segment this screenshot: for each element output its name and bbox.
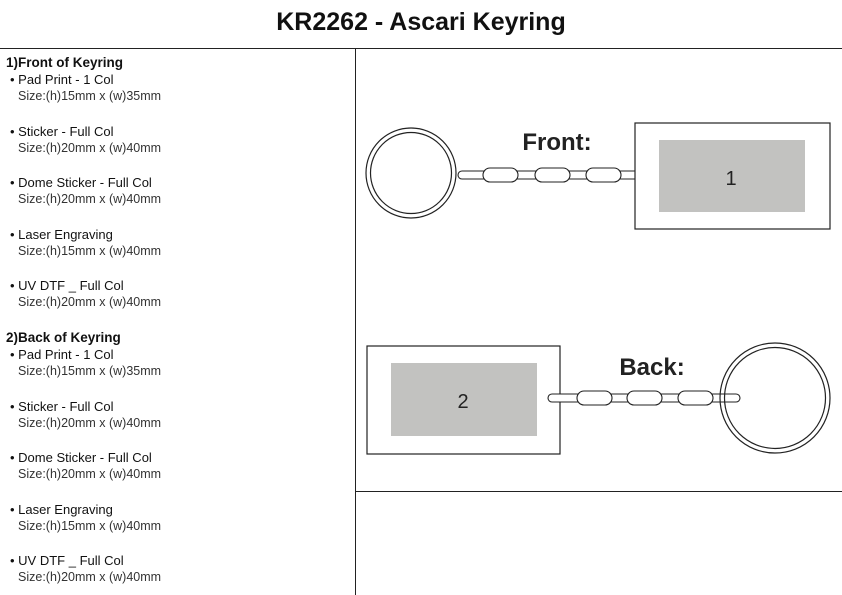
front-label: Front: <box>522 129 591 156</box>
option-size: Size:(h)15mm x (w)40mm <box>18 243 162 258</box>
chain-icon <box>547 390 741 406</box>
option-label: Dome Sticker - Full Col <box>18 450 152 466</box>
divider <box>0 48 842 49</box>
option-label: Laser Engraving <box>18 226 113 242</box>
print-area-number: 2 <box>457 391 468 413</box>
option-name: • Pad Print - 1 Col <box>10 72 114 87</box>
option-name: • Dome Sticker - Full Col <box>10 450 152 466</box>
option-name: • Sticker - Full Col <box>10 123 114 139</box>
print-area-back <box>391 363 537 436</box>
option-label: Dome Sticker - Full Col <box>18 175 152 191</box>
front-view: Front: 1 <box>365 122 831 230</box>
option-size: Size:(h)20mm x (w)40mm <box>18 140 162 155</box>
option-size: Size:(h)15mm x (w)40mm <box>18 518 162 533</box>
option-label: UV DTF _ Full Col <box>18 278 124 294</box>
print-area-front <box>659 140 805 212</box>
option-size: Size:(h)20mm x (w)40mm <box>18 467 162 482</box>
option-name: • Pad Print - 1 Col <box>10 347 114 362</box>
section-heading: 1)Front of Keyring <box>6 55 123 70</box>
option-name: • Dome Sticker - Full Col <box>10 175 152 191</box>
back-label: Back: <box>619 354 684 381</box>
option-name: • UV DTF _ Full Col <box>10 553 124 569</box>
option-name: • Sticker - Full Col <box>10 398 114 414</box>
option-name: • Laser Engraving <box>10 226 113 242</box>
option-size: Size:(h)15mm x (w)35mm <box>18 364 162 378</box>
divider <box>355 491 842 492</box>
option-size: Size:(h)15mm x (w)35mm <box>18 89 162 103</box>
option-label: Laser Engraving <box>18 501 113 517</box>
option-label: Sticker - Full Col <box>18 398 114 414</box>
option-size: Size:(h)20mm x (w)40mm <box>18 570 162 585</box>
print-area-number: 1 <box>725 168 736 190</box>
option-label: Pad Print - 1 Col <box>18 72 114 87</box>
keyring-ring-icon <box>365 127 457 219</box>
chain-icon <box>457 167 649 183</box>
section-heading: 2)Back of Keyring <box>6 330 121 345</box>
option-label: UV DTF _ Full Col <box>18 553 124 569</box>
option-label: Pad Print - 1 Col <box>18 347 114 362</box>
divider <box>355 48 356 595</box>
option-name: • Laser Engraving <box>10 501 113 517</box>
option-size: Size:(h)20mm x (w)40mm <box>18 415 162 430</box>
option-size: Size:(h)20mm x (w)40mm <box>18 295 162 310</box>
page-title: KR2262 - Ascari Keyring <box>276 8 566 36</box>
option-name: • UV DTF _ Full Col <box>10 278 124 294</box>
back-view: Back: 2 <box>366 342 831 455</box>
option-size: Size:(h)20mm x (w)40mm <box>18 192 162 207</box>
keyring-ring-icon <box>719 342 831 454</box>
option-label: Sticker - Full Col <box>18 123 114 139</box>
